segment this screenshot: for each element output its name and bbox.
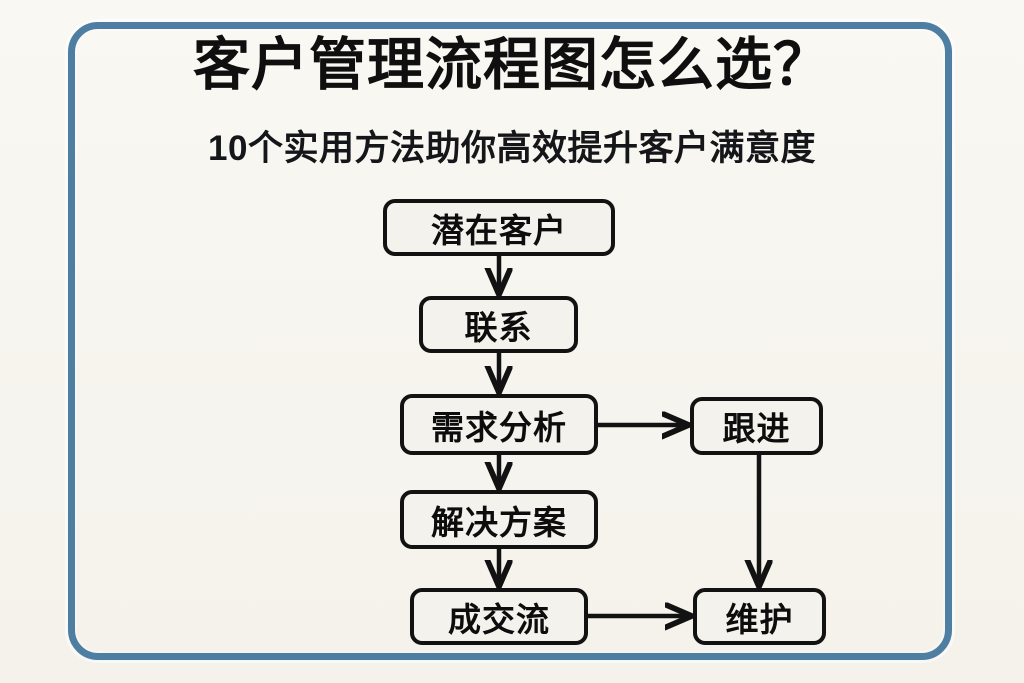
flow-node-followup-label: 跟进: [722, 410, 791, 447]
flow-node-lead[interactable]: 潜在客户: [383, 199, 615, 256]
flow-node-deal-label: 成交流: [448, 600, 550, 638]
flow-node-deal[interactable]: 成交流: [410, 588, 588, 645]
flow-node-maintain[interactable]: 维护: [693, 588, 826, 645]
flow-node-solution-label: 解决方案: [431, 503, 567, 541]
decorative-border-frame: [68, 22, 952, 660]
flow-node-solution[interactable]: 解决方案: [400, 490, 598, 549]
flow-node-lead-label: 潜在客户: [431, 211, 567, 249]
flow-node-analysis-label: 需求分析: [431, 408, 567, 446]
flow-node-contact[interactable]: 联系: [419, 296, 578, 353]
page-subtitle: 10个实用方法助你高效提升客户满意度: [208, 129, 816, 168]
flow-node-followup[interactable]: 跟进: [690, 397, 823, 455]
flow-node-analysis[interactable]: 需求分析: [400, 394, 598, 455]
flow-node-maintain-label: 维护: [725, 600, 794, 638]
flow-node-contact-label: 联系: [464, 308, 533, 346]
page-title: 客户管理流程图怎么选？: [193, 33, 831, 97]
